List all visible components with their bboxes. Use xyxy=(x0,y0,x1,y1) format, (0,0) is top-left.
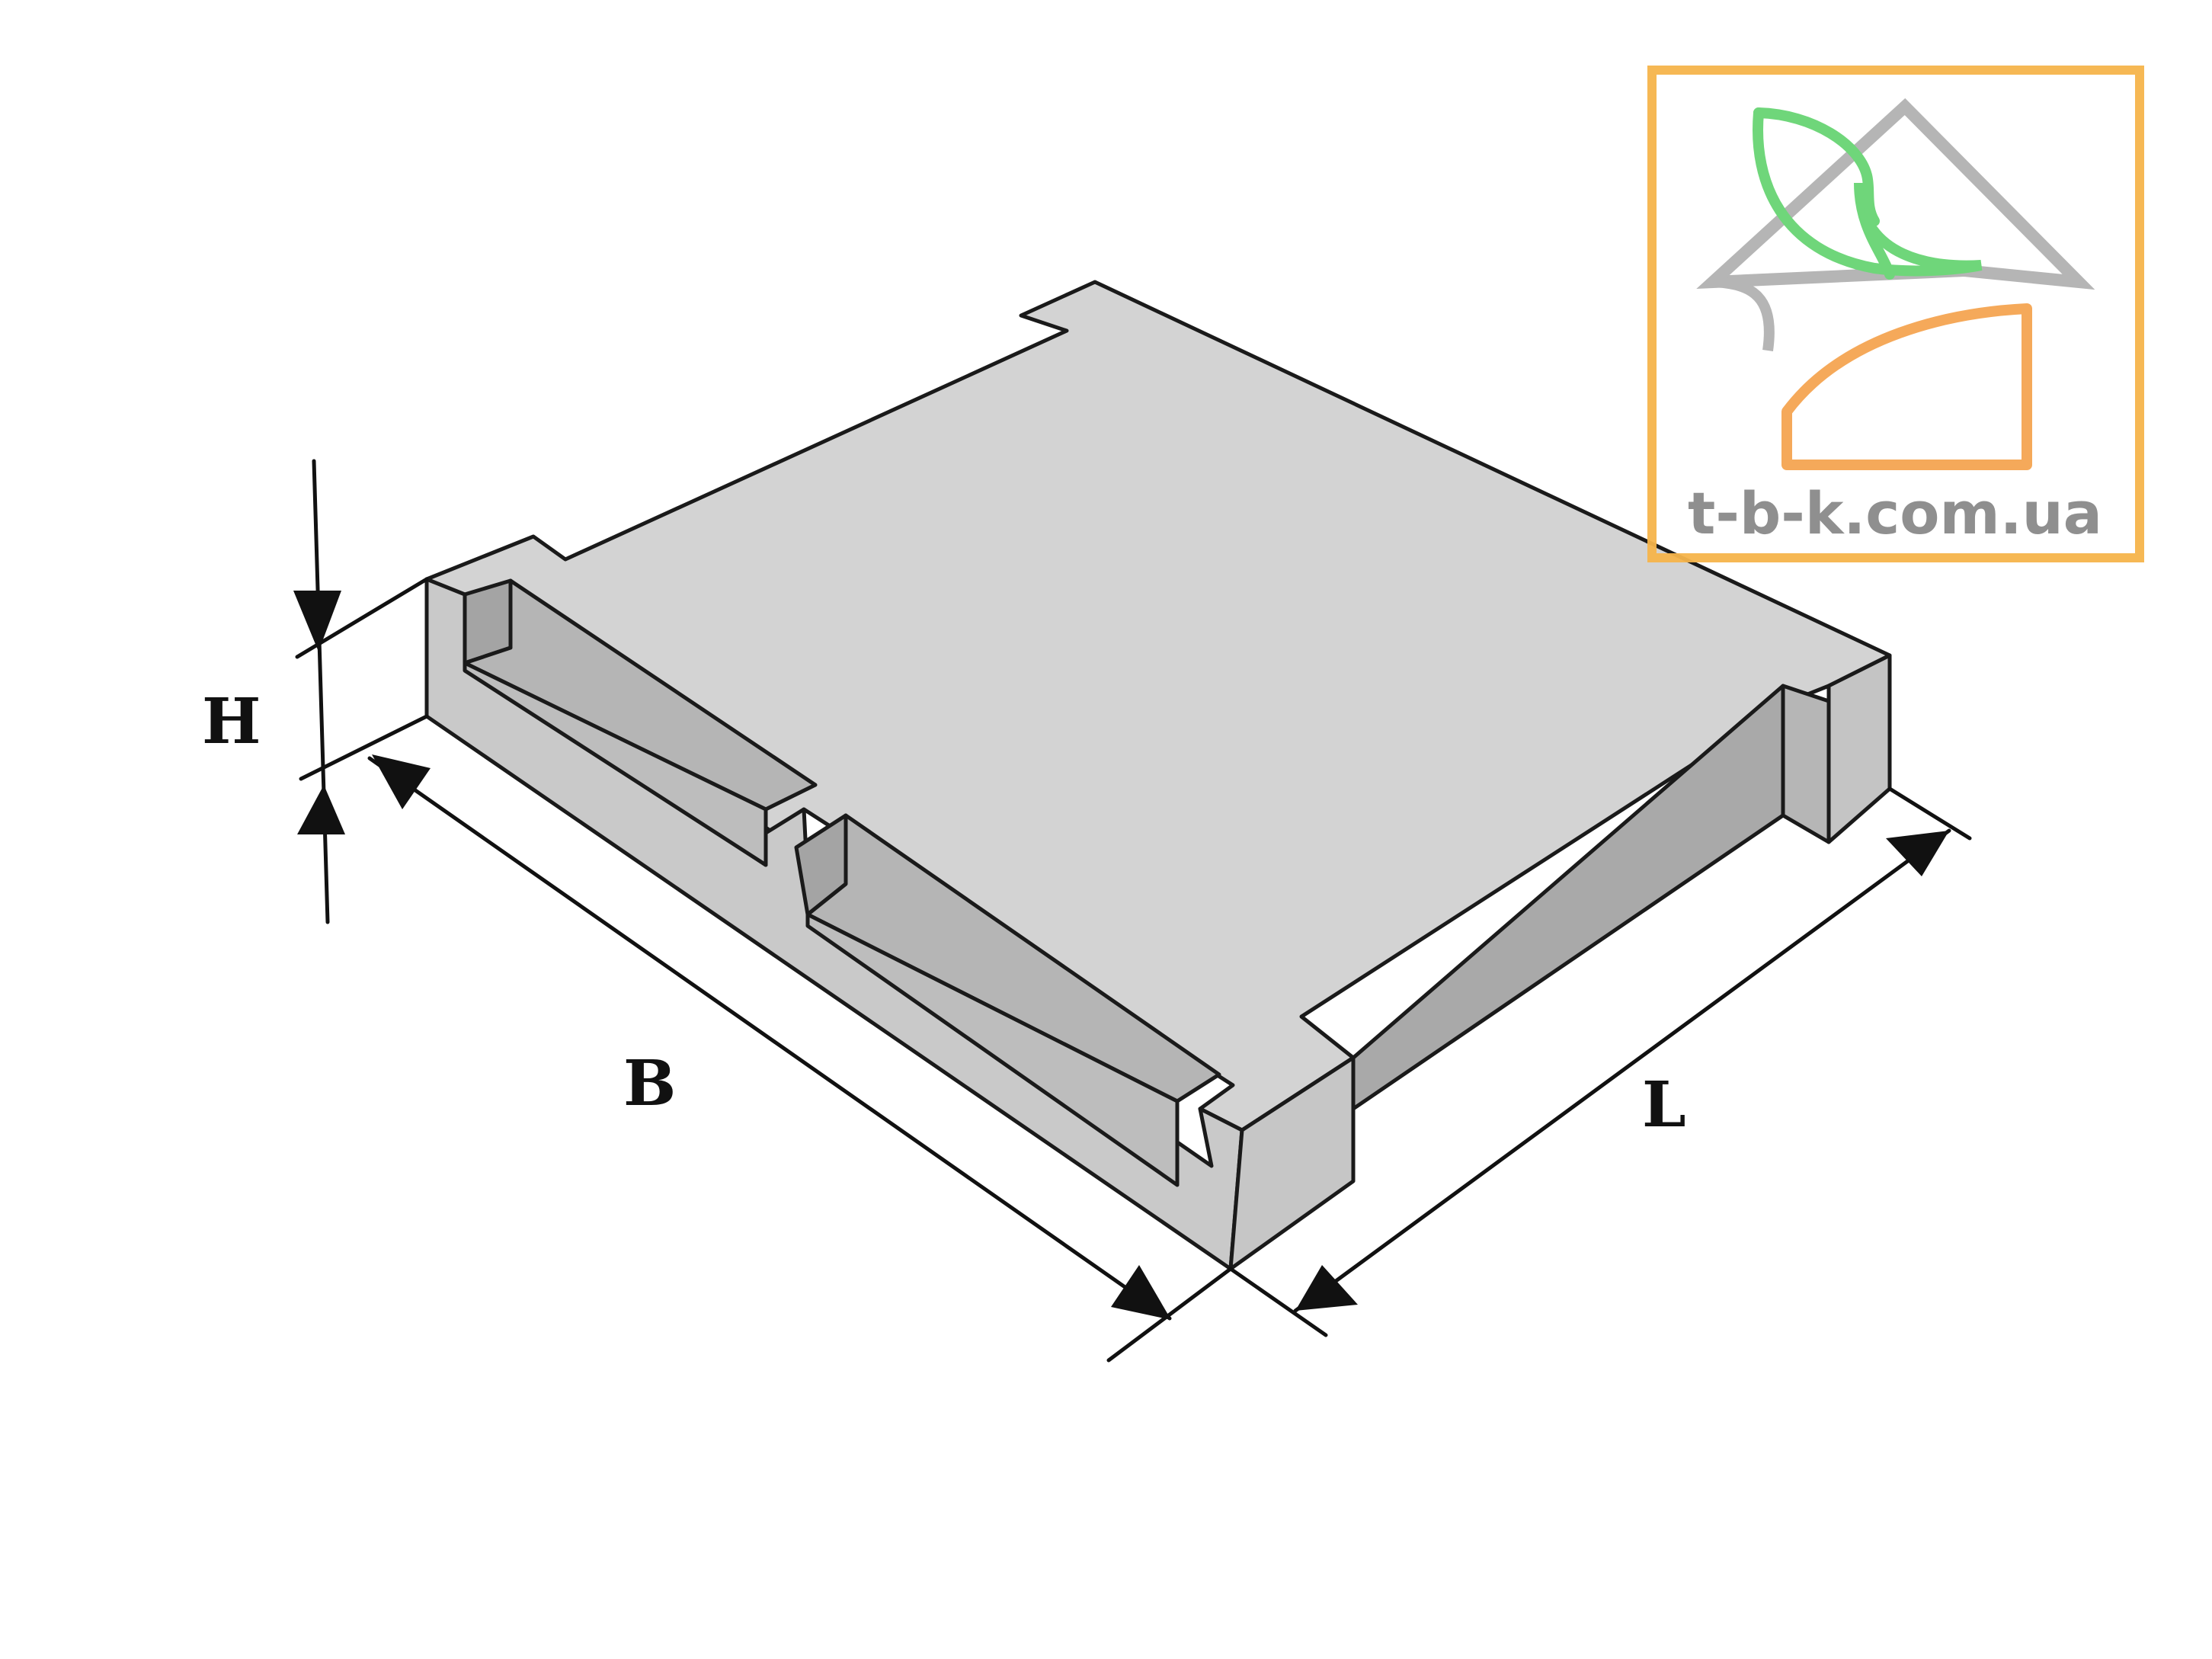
logo-url: t-b-k.com.ua xyxy=(1688,479,2102,547)
groove-center-floor xyxy=(805,912,1180,1187)
length-arrow-right xyxy=(1886,831,1949,876)
height-dim-line xyxy=(312,459,330,924)
company-logo: t-b-k.com.ua xyxy=(1647,66,2144,562)
length-ext-right xyxy=(1887,786,1972,841)
logo-house-icon xyxy=(1781,303,2032,470)
length-arrow-left xyxy=(1295,1265,1358,1311)
logo-roof-curl-icon xyxy=(1712,277,1775,351)
logo-leaf-icon xyxy=(1753,107,1983,280)
height-label: H xyxy=(202,685,261,758)
length-dim-line xyxy=(1293,828,1951,1313)
width-label: B xyxy=(623,1047,676,1120)
logo-frame xyxy=(1647,66,2144,562)
width-arrow-right xyxy=(1111,1265,1171,1320)
length-label: L xyxy=(1642,1068,1686,1142)
dimension-lines xyxy=(293,459,1972,1363)
height-ext-bottom xyxy=(299,714,429,781)
concrete-slab xyxy=(424,280,1892,1271)
length-ext-left xyxy=(1228,1267,1328,1337)
height-arrow-bottom xyxy=(297,785,345,834)
width-arrow-left xyxy=(372,754,431,809)
logo-leaf-outline-icon xyxy=(1753,107,1880,226)
width-ext-right xyxy=(1106,1267,1233,1363)
slab-end-face xyxy=(1228,1055,1356,1271)
groove-left-floor xyxy=(463,661,768,867)
slab-far-end-face xyxy=(1826,653,1892,844)
width-dim-line xyxy=(367,756,1172,1321)
right-groove-inner xyxy=(1781,684,1831,844)
height-arrow-top xyxy=(293,591,341,652)
